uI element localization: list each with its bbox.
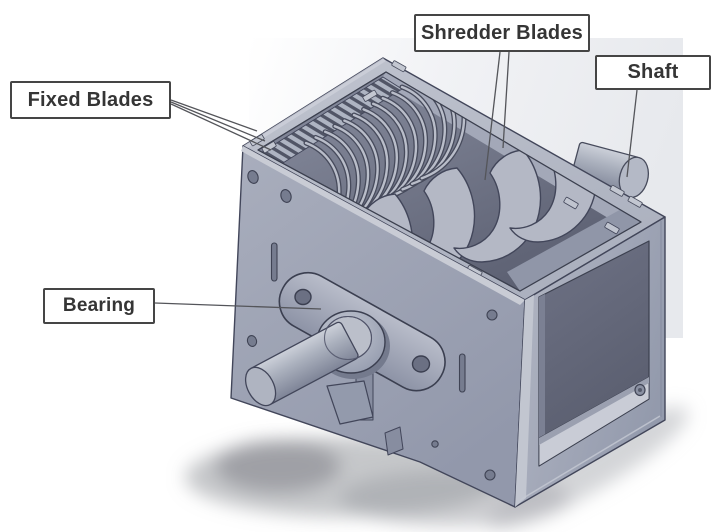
front-rim-edge (241, 146, 525, 305)
bearing-bolt-hole (411, 355, 431, 373)
shredder-housing (230, 57, 666, 508)
leader-line-bearing (154, 302, 322, 310)
leader-line-fixed-blades-1 (170, 99, 258, 132)
front-panel-holes (246, 170, 498, 481)
label-box-bearing: Bearing (43, 288, 155, 324)
bearing-bolt-hole (294, 288, 312, 306)
leader-line-fixed-blades-3 (170, 103, 272, 151)
label-box-fixed-blades: Fixed Blades (10, 81, 171, 119)
leader-line-shredder-blades-1 (484, 51, 501, 181)
rim-highlight (243, 58, 386, 149)
label-text-bearing: Bearing (62, 295, 136, 316)
leader-lines (154, 51, 638, 310)
right-panel-hole-center (638, 388, 642, 392)
bearing-support-foot (384, 426, 404, 456)
label-text-fixed-blades: Fixed Blades (27, 88, 154, 111)
leader-line-shredder-blades-2 (502, 51, 510, 149)
label-text-shaft: Shaft (627, 61, 679, 83)
bearing-support-leg (326, 380, 374, 425)
panel-thickness-edge (515, 295, 534, 507)
leader-line-fixed-blades-2 (170, 101, 266, 142)
bottom-edge-highlight (519, 415, 661, 501)
label-box-shaft: Shaft (595, 55, 711, 90)
leader-line-shaft (626, 89, 638, 178)
right-panel-recess (538, 240, 650, 467)
label-text-shredder-blades: Shredder Blades (421, 21, 583, 44)
front-shaft-graphic (244, 321, 359, 407)
bearing-graphic (244, 271, 446, 456)
label-box-shredder-blades: Shredder Blades (414, 14, 590, 52)
